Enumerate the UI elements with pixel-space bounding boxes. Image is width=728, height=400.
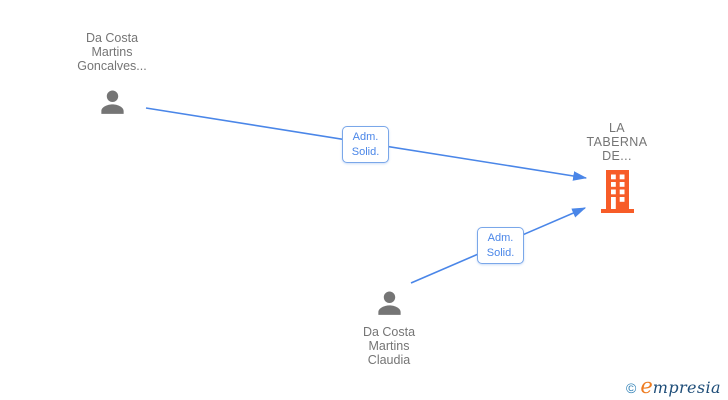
node-label-line: LA: [608, 121, 626, 135]
node-company-label: LA TABERNA DE...: [552, 121, 682, 163]
node-person-goncalves[interactable]: Da Costa Martins Goncalves...: [38, 31, 186, 118]
logo-initial: e: [640, 374, 653, 398]
node-label-line: TABERNA: [586, 135, 648, 149]
person-icon: [377, 291, 401, 315]
node-label-line: Martins: [91, 45, 133, 59]
node-person-claudia-label: Da Costa Martins Claudia: [315, 325, 463, 367]
node-label-line: Da Costa: [85, 31, 139, 45]
edge-label-line: Solid.: [486, 246, 515, 259]
person-icon: [100, 90, 124, 114]
empresia-watermark: © empresia: [626, 374, 721, 398]
node-person-goncalves-label: Da Costa Martins Goncalves...: [38, 31, 186, 73]
edge-label-adm-solid-2: Adm. Solid.: [477, 227, 524, 264]
edge-label-line: Adm.: [352, 131, 379, 143]
empresia-logo-text: empresia: [640, 374, 721, 398]
edge-label-adm-solid-1: Adm. Solid.: [342, 126, 389, 163]
node-label-line: Da Costa: [362, 325, 416, 339]
company-building-icon: [600, 170, 634, 213]
node-label-line: Martins: [368, 339, 410, 353]
node-label-line: Claudia: [367, 353, 411, 367]
logo-rest: mpresia: [652, 378, 721, 397]
node-company-la-taberna[interactable]: LA TABERNA DE...: [552, 121, 682, 213]
edge-label-line: Adm.: [487, 232, 514, 244]
edge-label-line: Solid.: [351, 145, 380, 158]
copyright-icon: ©: [626, 380, 637, 396]
node-label-line: DE...: [602, 149, 632, 163]
node-person-claudia[interactable]: Da Costa Martins Claudia: [315, 286, 463, 367]
node-label-line: Goncalves...: [77, 59, 147, 73]
